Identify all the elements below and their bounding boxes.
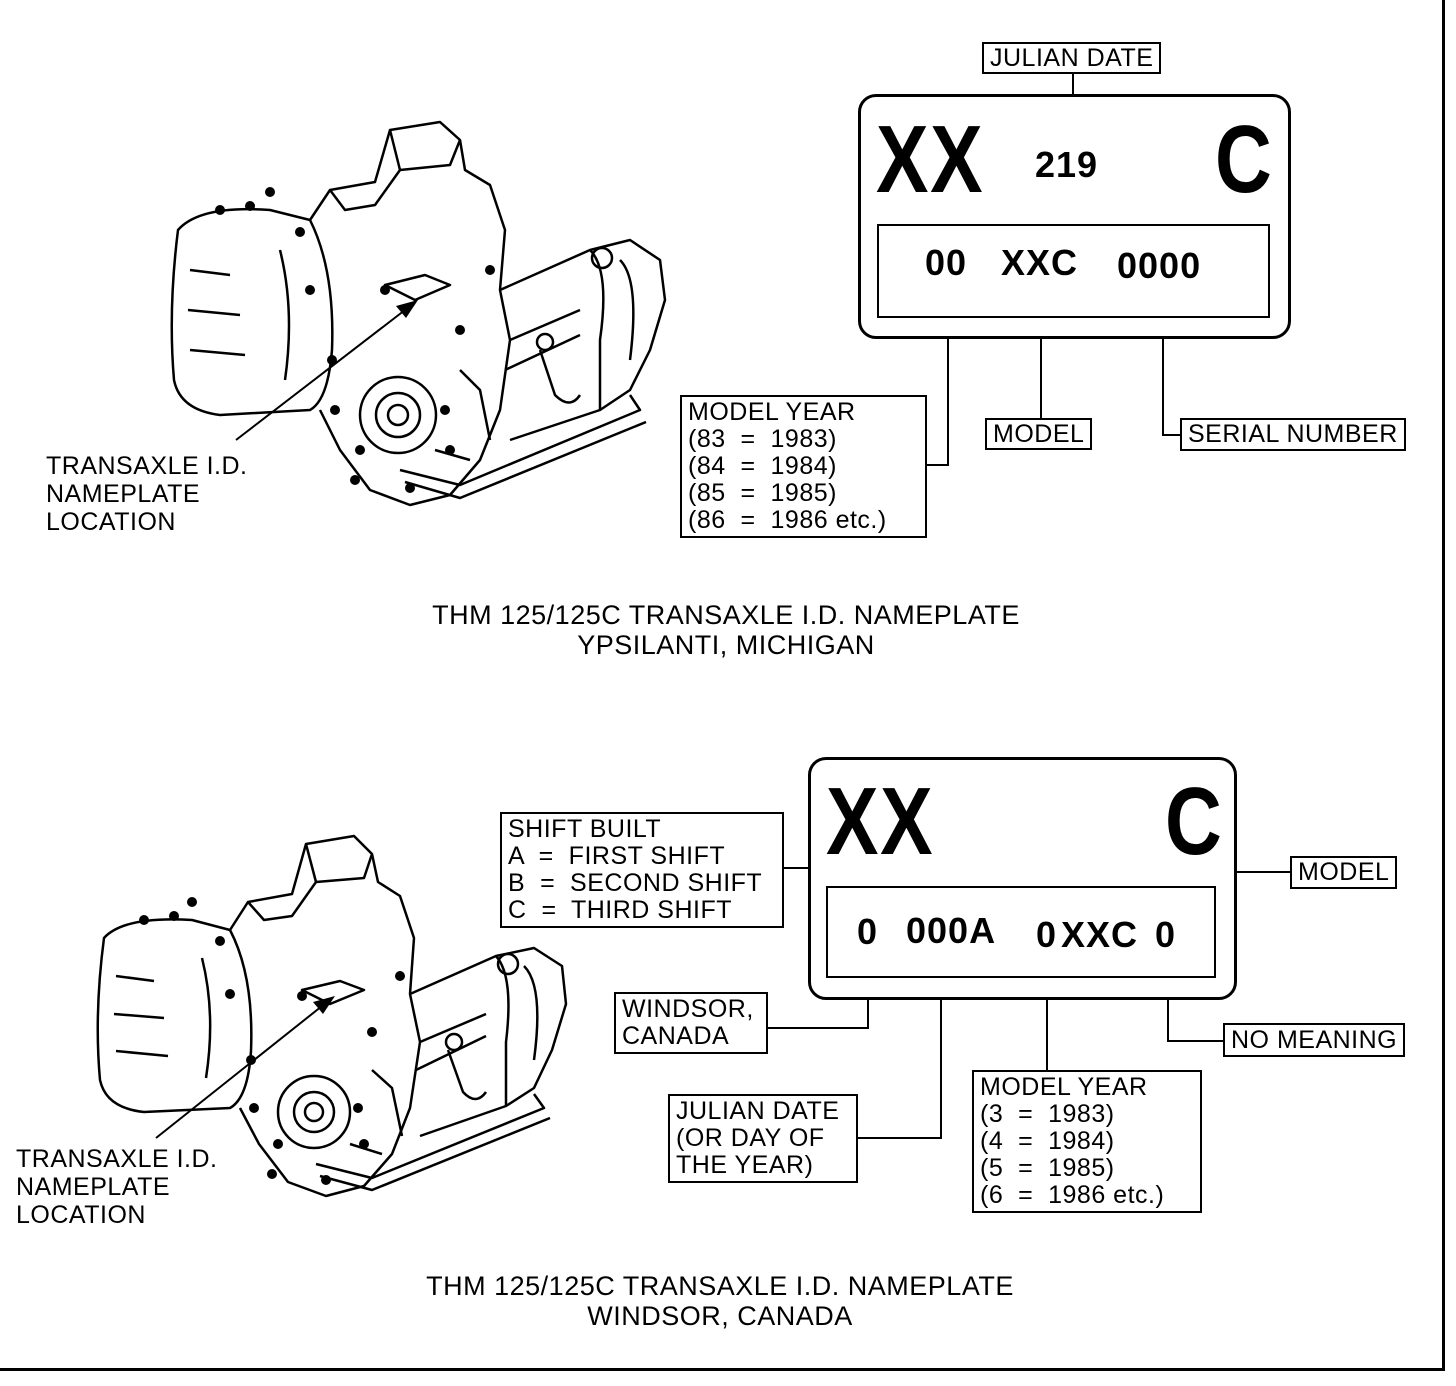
caption-top-line2: YPSILANTI, MICHIGAN	[577, 630, 875, 660]
code-last-bottom: 0	[1155, 914, 1177, 955]
model-label-top: MODEL	[985, 418, 1093, 450]
serial-number-label-top: SERIAL NUMBER	[1180, 418, 1406, 451]
transaxle-illustration-bottom	[96, 834, 568, 1198]
model-year-box-top: MODEL YEAR (83 = 1983) (84 = 1984) (85 =…	[680, 395, 927, 538]
plate-julian-top: 219	[1035, 144, 1099, 185]
model-label-bottom: MODEL	[1290, 856, 1398, 889]
model-year-box-bottom: MODEL YEAR (3 = 1983) (4 = 1984) (5 = 19…	[972, 1070, 1202, 1213]
plate-prefix-top: XX	[876, 106, 985, 213]
code-year-top: 00	[925, 242, 968, 283]
nameplate-top	[858, 94, 1291, 339]
code-serial-top: 0000	[1117, 245, 1202, 286]
plate-suffix-top: C	[1215, 106, 1274, 213]
plate-prefix-bottom: XX	[826, 768, 935, 875]
nameplate-code-panel-top	[877, 224, 1270, 318]
code-julian-bottom: 000A	[906, 910, 997, 951]
code-model-top: XXC	[1001, 242, 1079, 283]
julian-date-label-top: JULIAN DATE	[982, 42, 1162, 74]
windsor-canada-box: WINDSOR, CANADA	[614, 992, 768, 1054]
plate-suffix-bottom: C	[1165, 768, 1224, 875]
nameplate-bottom	[808, 757, 1237, 1000]
caption-bottom: THM 125/125C TRANSAXLE I.D. NAMEPLATE WI…	[320, 1271, 1120, 1331]
code-model-bottom: XXC	[1061, 914, 1139, 955]
shift-built-box: SHIFT BUILT A = FIRST SHIFT B = SECOND S…	[500, 812, 784, 928]
julian-date-box-bottom: JULIAN DATE (OR DAY OF THE YEAR)	[668, 1094, 858, 1183]
caption-top-line1: THM 125/125C TRANSAXLE I.D. NAMEPLATE	[432, 600, 1020, 630]
caption-bottom-line2: WINDSOR, CANADA	[587, 1301, 853, 1331]
caption-top: THM 125/125C TRANSAXLE I.D. NAMEPLATE YP…	[326, 600, 1126, 660]
code-plant-bottom: 0	[857, 911, 879, 952]
code-year-bottom: 0	[1036, 914, 1058, 955]
nameplate-location-label-bottom: TRANSAXLE I.D. NAMEPLATE LOCATION	[16, 1145, 218, 1229]
nameplate-location-label-top: TRANSAXLE I.D. NAMEPLATE LOCATION	[46, 452, 248, 536]
no-meaning-label: NO MEANING	[1223, 1023, 1406, 1057]
caption-bottom-line1: THM 125/125C TRANSAXLE I.D. NAMEPLATE	[426, 1271, 1014, 1301]
transaxle-illustration-top	[170, 120, 667, 507]
nameplate-code-panel-bottom	[826, 886, 1216, 978]
